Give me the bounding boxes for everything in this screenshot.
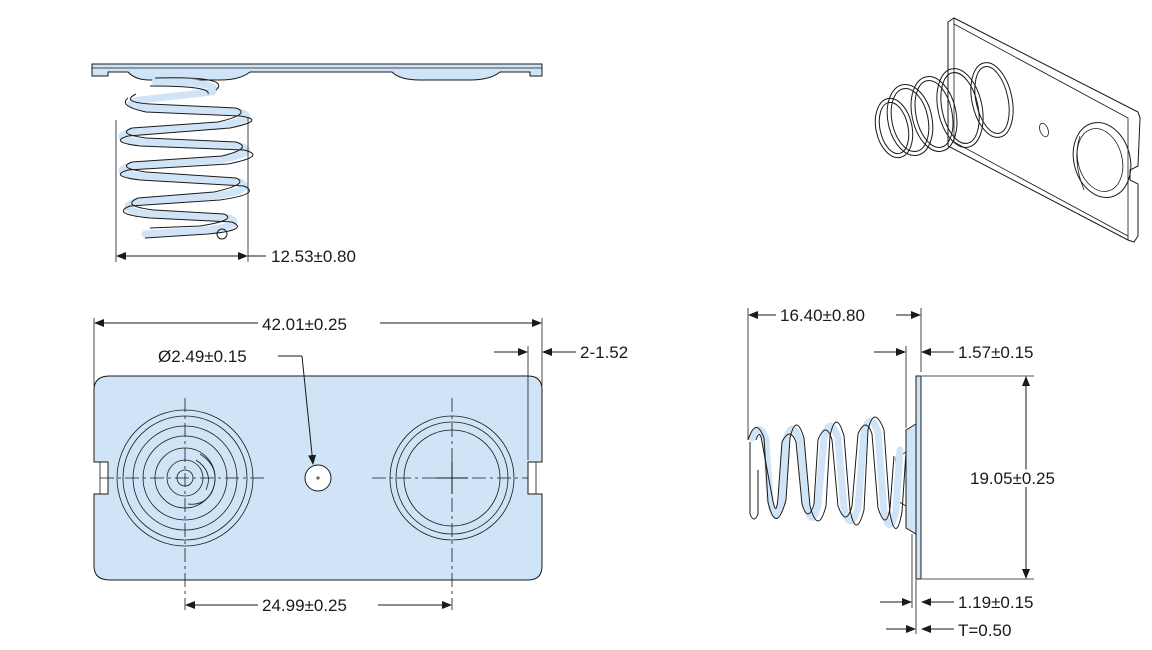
iso-plate xyxy=(947,17,1141,243)
dim-spring-width: 12.53±0.80 xyxy=(271,247,356,266)
side-view-plate xyxy=(915,375,922,580)
dim-notch: 2-1.52 xyxy=(580,343,628,362)
dim-offset-bottom: 1.19±0.15 xyxy=(958,593,1034,612)
iso-spring xyxy=(874,62,1014,159)
top-view: 12.53±0.80 xyxy=(91,63,543,266)
top-view-spring xyxy=(118,77,254,240)
side-view-spring xyxy=(747,416,907,529)
dim-offset-top: 1.57±0.15 xyxy=(958,343,1034,362)
dim-hole-diameter: Ø2.49±0.15 xyxy=(158,347,247,366)
dim-spring-height: 16.40±0.80 xyxy=(780,306,865,325)
dim-overall-length: 42.01±0.25 xyxy=(262,315,347,334)
side-view: 16.40±0.80 1.57±0.15 19.05±0.25 1.19±0.1… xyxy=(747,306,1058,640)
dim-thickness: T=0.50 xyxy=(958,621,1011,640)
dim-plate-height: 19.05±0.25 xyxy=(970,469,1055,488)
front-view: 42.01±0.25 Ø2.49±0.15 2-1.52 24.99±0.25 xyxy=(93,315,628,615)
dim-contact-pitch: 24.99±0.25 xyxy=(262,596,347,615)
isometric-view xyxy=(874,17,1141,243)
